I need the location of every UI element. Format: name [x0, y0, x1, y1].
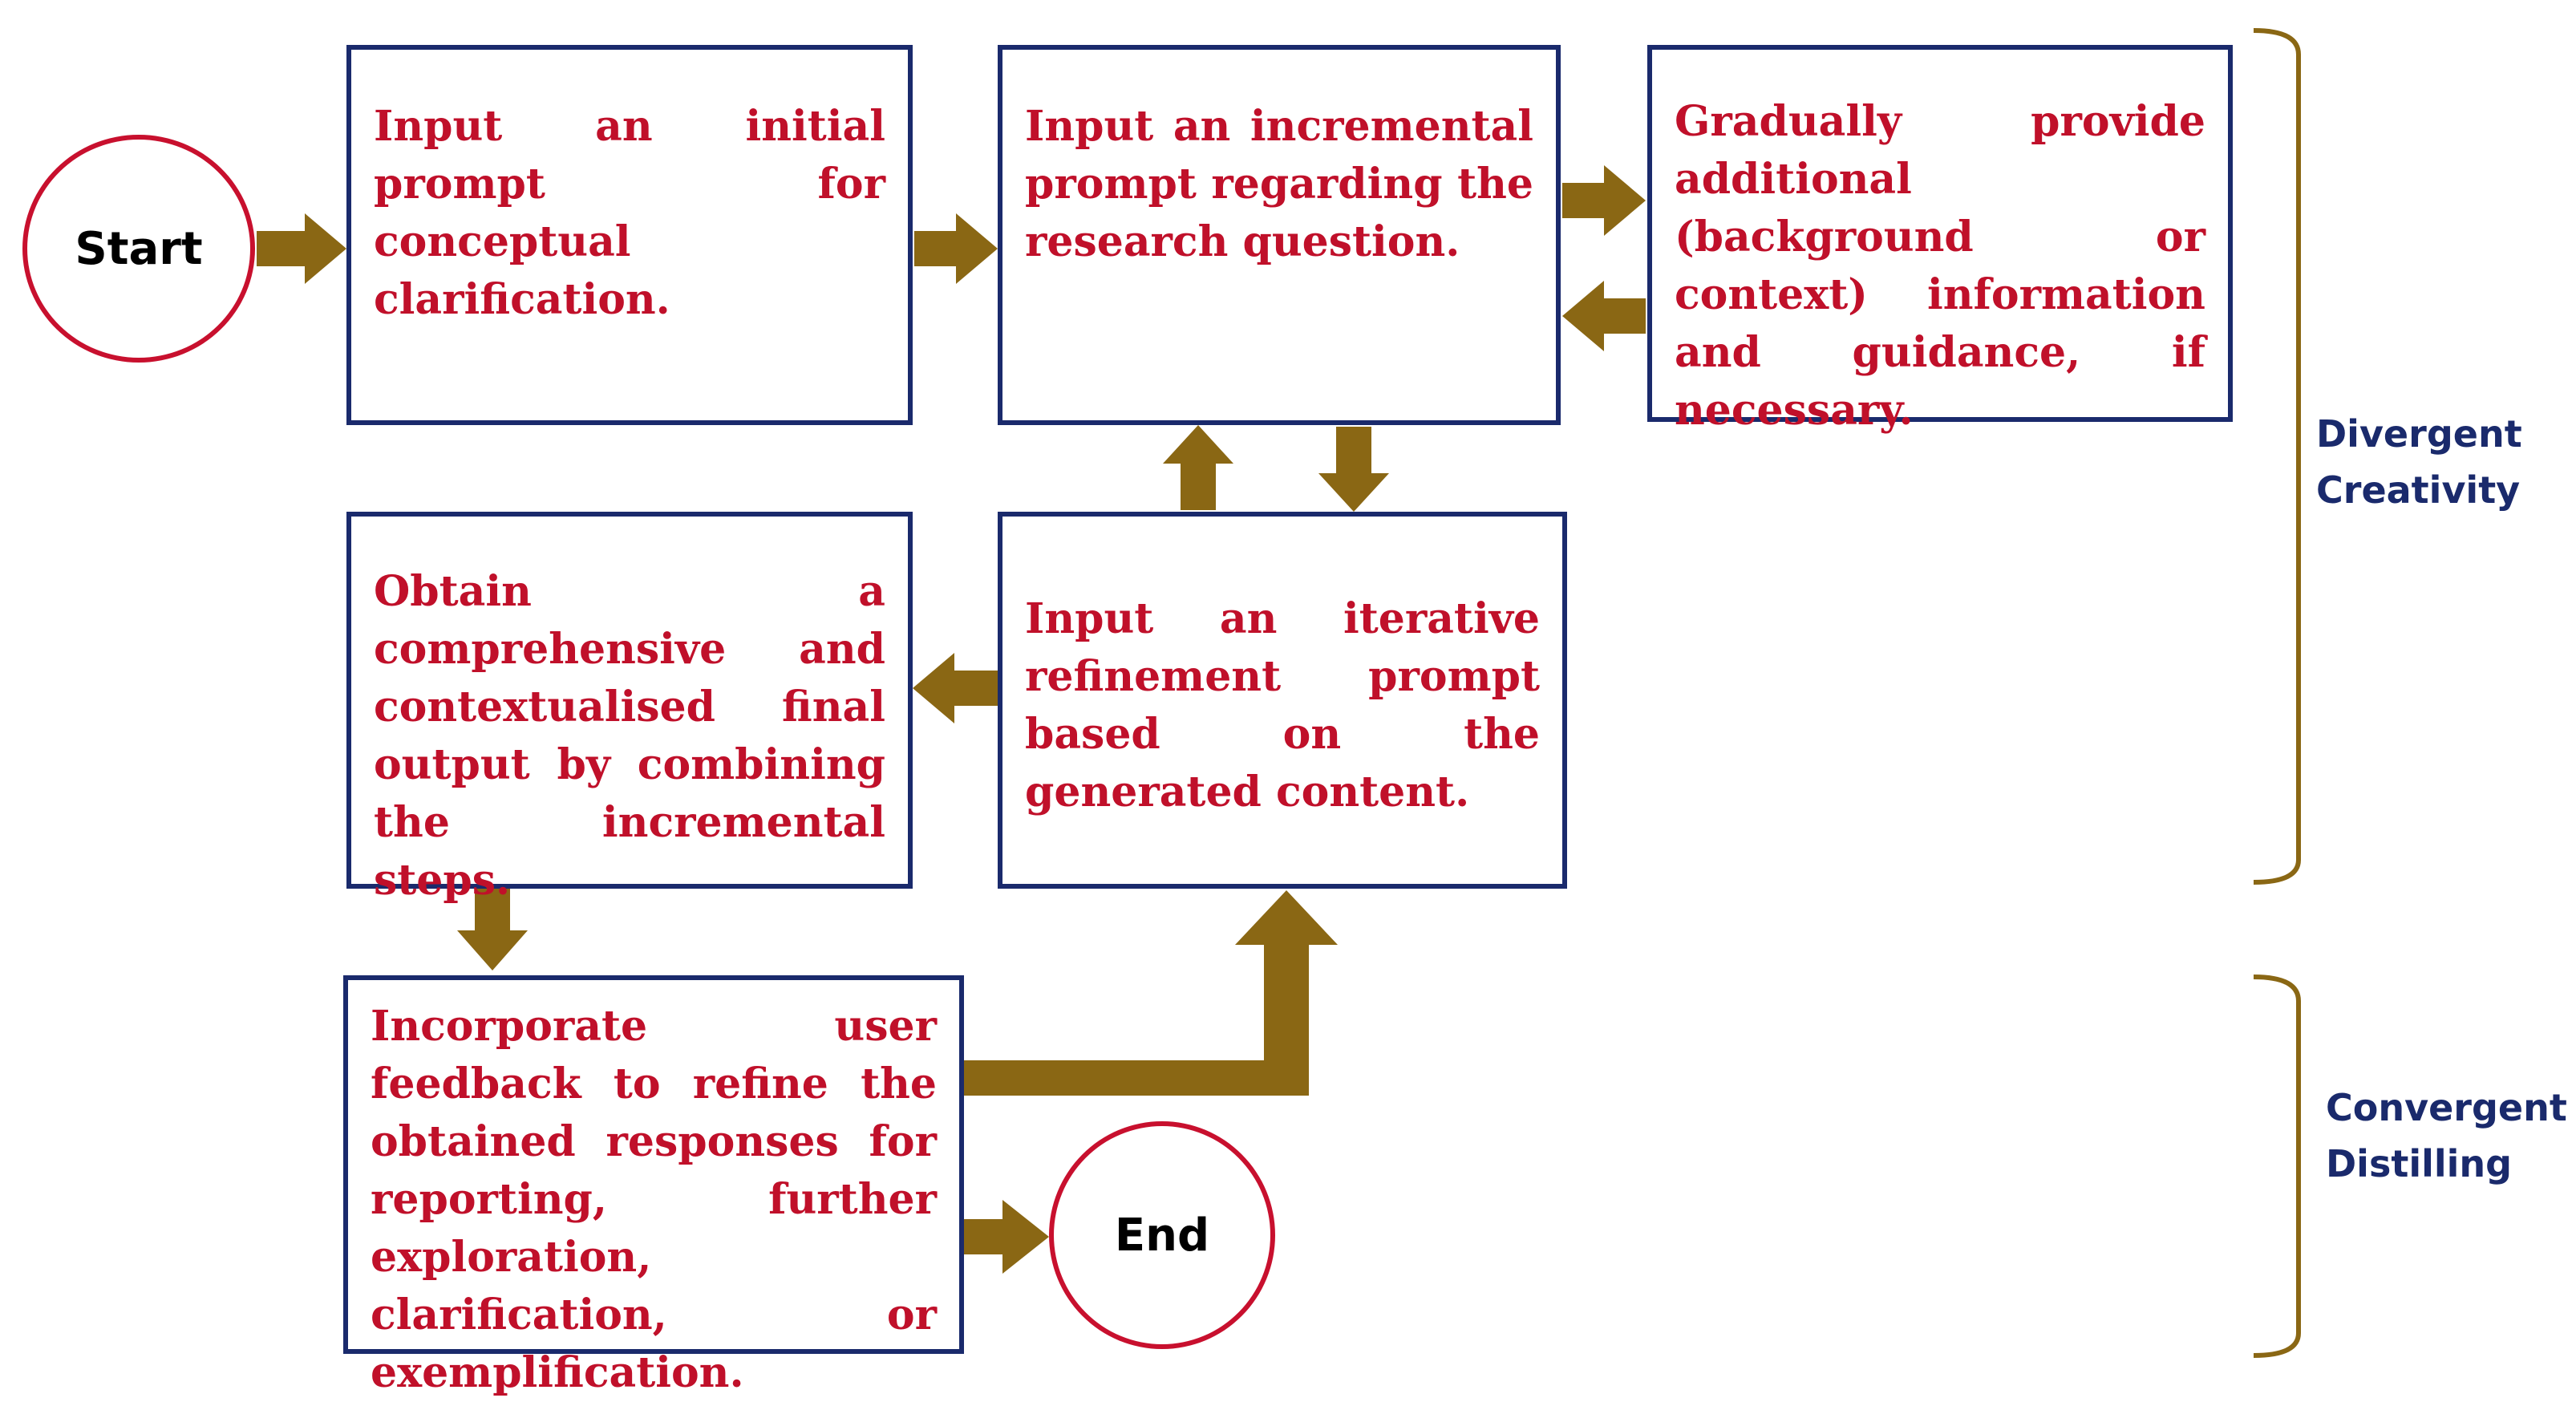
user-feedback-text: Incorporate user feedback to refine the …: [371, 1002, 937, 1397]
arrow-initial-to-incremental: [914, 213, 998, 284]
final-output-box: Obtain a comprehensive and contextualise…: [346, 512, 913, 905]
arrow-incremental-to-refinement: [1318, 427, 1389, 512]
divergent-bracket: [2253, 28, 2301, 885]
arrow-refinement-to-final: [913, 653, 998, 723]
end-node: End: [1049, 1121, 1275, 1349]
initial-prompt-text: Input an initial prompt for conceptual c…: [374, 102, 885, 324]
start-label: Start: [75, 222, 203, 275]
arrow-start-to-initial: [257, 213, 346, 284]
user-feedback-box: Incorporate user feedback to refine the …: [343, 975, 964, 1397]
arrow-incremental-to-additional: [1562, 165, 1646, 236]
incremental-prompt-box: Input an incremental prompt regarding th…: [998, 45, 1561, 425]
iterative-refinement-text: Input an iterative refinement prompt bas…: [1025, 594, 1540, 816]
arrow-feedback-to-end: [964, 1200, 1049, 1274]
end-label: End: [1114, 1209, 1210, 1262]
convergent-distilling-label: Convergent Distilling: [2326, 1086, 2567, 1185]
convergent-bracket: [2253, 975, 2301, 1358]
arrow-additional-to-incremental: [1562, 281, 1646, 351]
additional-info-box: Gradually provide additional (background…: [1647, 45, 2233, 435]
final-output-text: Obtain a comprehensive and contextualise…: [374, 567, 885, 905]
arrow-refinement-to-incremental: [1163, 425, 1233, 510]
initial-prompt-box: Input an initial prompt for conceptual c…: [346, 45, 913, 425]
additional-info-text: Gradually provide additional (background…: [1675, 97, 2205, 435]
arrow-feedback-to-refinement: [962, 890, 1338, 1096]
iterative-refinement-box: Input an iterative refinement prompt bas…: [998, 512, 1567, 889]
incremental-prompt-text: Input an incremental prompt regarding th…: [1025, 102, 1533, 266]
divergent-creativity-label: Divergent Creativity: [2316, 412, 2522, 512]
start-node: Start: [22, 135, 255, 363]
arrow-final-to-feedback: [457, 889, 528, 970]
